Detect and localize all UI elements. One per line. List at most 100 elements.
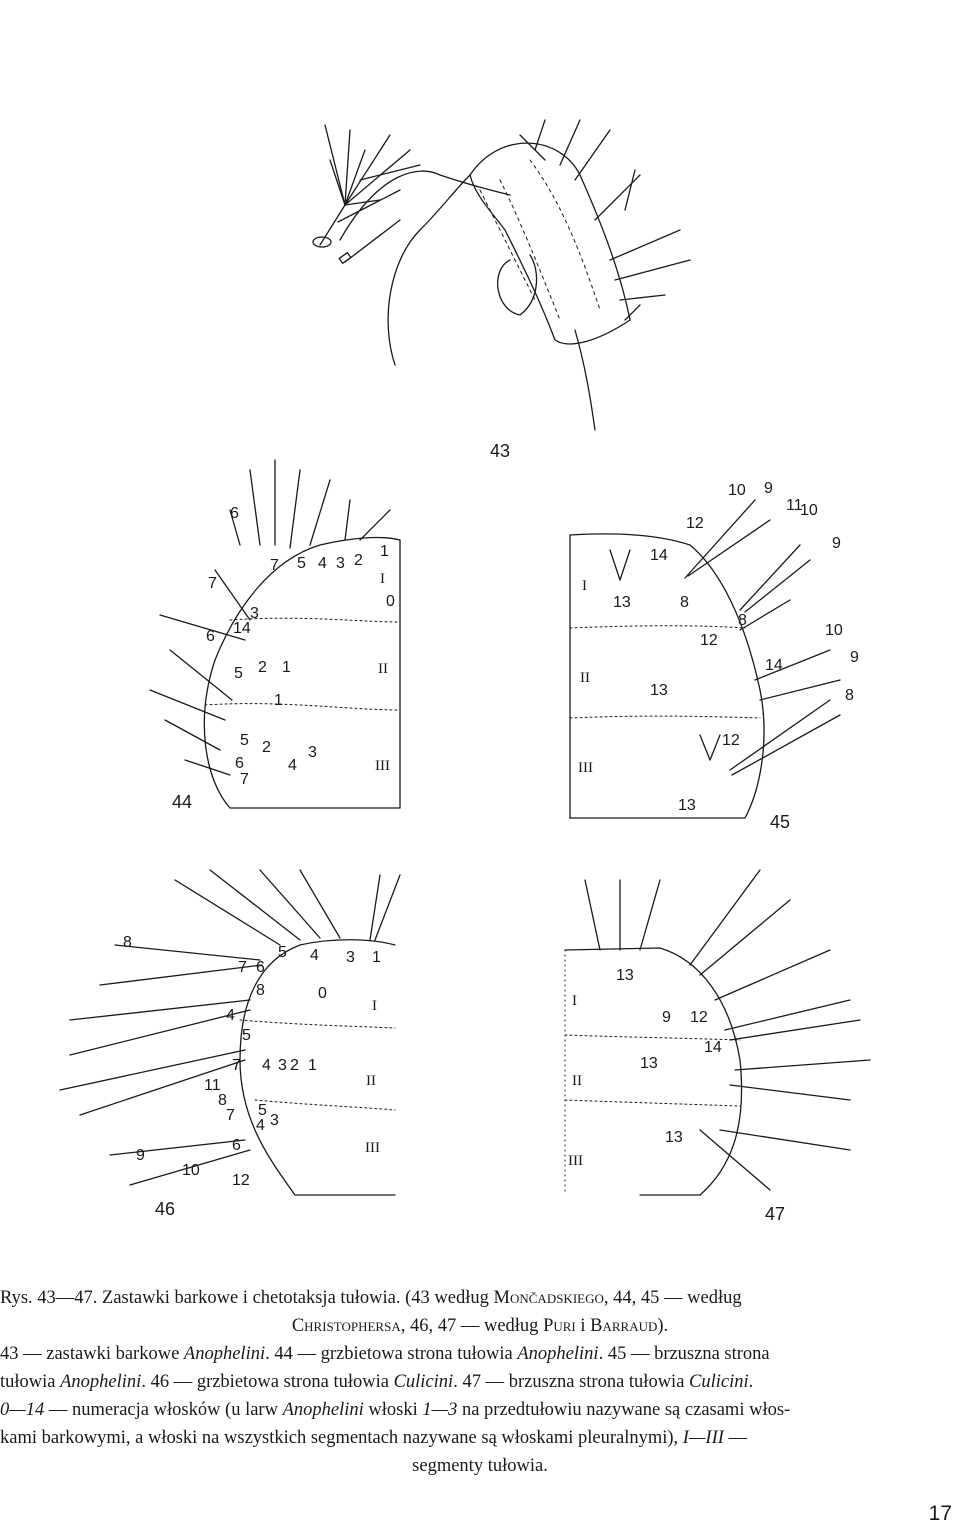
caption-line-1: Rys. 43—47. Zastawki barkowe i chetotaks… [0,1288,742,1308]
figure-44-segment-1: I [380,571,385,587]
figure-46-seta-label: 11 [204,1077,221,1094]
figure-46-seta-label: 8 [123,934,132,951]
figure-45-seta-label: 10 [728,482,746,499]
figure-46-seta-label: 8 [256,982,265,999]
figure-46-seta-label: 4 [310,947,319,964]
figure-46-seta-label: 9 [136,1147,145,1164]
figure-45-seta-label: 14 [765,657,783,674]
figure-43-number: 43 [490,441,510,461]
figure-44-seta-label: 3 [250,605,259,622]
figure-47-seta-label: 13 [616,967,634,984]
figure-44-seta-label: 14 [233,620,251,637]
figure-44-seta-label: 3 [336,555,345,572]
figure-47-setae-labels: 13 9 12 14 13 13 [616,967,722,1146]
figure-44-seta-label: 6 [230,505,239,522]
figure-caption: Rys. 43—47. Zastawki barkowe i chetotaks… [0,1284,960,1480]
figure-45-segment-1: I [582,578,587,594]
figure-44-seta-label: 0 [386,593,395,610]
figure-47-seta-label: 12 [690,1009,708,1026]
figure-46-seta-label: 3 [346,949,355,966]
caption-line-6: kami barkowymi, a włoski na wszystkich s… [0,1428,748,1448]
figure-45-seta-label: 12 [686,515,704,532]
figure-44-seta-label: 1 [282,659,291,676]
figure-46-seta-label: 4 [256,1117,265,1134]
figure-46-seta-label: 5 [242,1027,251,1044]
figure-46-seta-label: 3 [270,1112,279,1129]
figure-47-segment-1: I [572,993,577,1009]
figure-46-seta-label: 5 [258,1102,267,1119]
figure-47-seta-label: 14 [704,1039,722,1056]
figure-44-number: 44 [172,792,192,812]
figure-45-seta-label: 14 [650,547,668,564]
figure-44-seta-label: 7 [270,557,279,574]
figure-46-seta-label: 10 [182,1162,200,1179]
figure-46-seta-label: 7 [232,1057,241,1074]
figure-46-seta-label: 2 [290,1057,299,1074]
figure-45-segment-2: II [580,670,590,686]
figure-45-seta-label: 12 [700,632,718,649]
figure-46-seta-label: 6 [232,1137,241,1154]
figure-47-seta-label: 9 [662,1009,671,1026]
figure-47-segment-3: III [568,1153,583,1169]
figure-47-seta-label: 13 [665,1129,683,1146]
figure-46-seta-label: 4 [262,1057,271,1074]
figure-47-drawing [564,869,871,1196]
figure-43-drawing [312,119,691,431]
figure-45-seta-label: 9 [832,535,841,552]
figure-45-seta-label: 8 [738,612,747,629]
figure-44-seta-label: 6 [235,755,244,772]
figure-44-seta-label: 2 [262,739,271,756]
figure-45-seta-label: 13 [613,594,631,611]
figure-46-seta-label: 7 [226,1107,235,1124]
figure-45-segment-3: III [578,760,593,776]
page-number: 17 [928,1502,952,1525]
figure-45-seta-label: 8 [680,594,689,611]
figure-45-seta-label: 12 [722,732,740,749]
caption-line-7: segmenty tułowia. [412,1456,548,1476]
figure-46-segment-2: II [366,1073,376,1089]
figure-46-drawing [59,869,401,1196]
figure-45-seta-label: 8 [845,687,854,704]
figure-44-drawing [149,459,401,809]
figure-45-number: 45 [770,812,790,832]
figure-44-seta-label: 2 [258,659,267,676]
figures-plate: 43 44 45 46 47 I II III I II III I II II… [59,119,871,1224]
figure-44-seta-label: 2 [354,552,363,569]
figure-44-segment-2: II [378,661,388,677]
figure-47-segment-2: II [572,1073,582,1089]
figure-44-seta-label: 4 [318,555,327,572]
figure-47-seta-label: 13 [640,1055,658,1072]
figure-44-seta-label: 5 [234,665,243,682]
figure-46-seta-label: 4 [226,1007,235,1024]
figure-45-seta-label: 10 [800,502,818,519]
figure-44-seta-label: 1 [274,692,283,709]
figure-45-seta-label: 9 [850,649,859,666]
figure-45-seta-label: 9 [764,480,773,497]
figure-45-seta-label: 11 [786,497,803,514]
figure-46-seta-label: 1 [372,949,381,966]
figure-44-seta-label: 4 [288,757,297,774]
figure-44-seta-label: 7 [240,771,249,788]
caption-line-4: tułowia Anophelini. 46 — grzbietowa stro… [0,1372,754,1392]
figure-46-seta-label: 6 [256,959,265,976]
figure-44-seta-label: 1 [380,543,389,560]
caption-line-2: Christophersa, 46, 47 — według Puri i Ba… [291,1316,669,1336]
figure-46-seta-label: 3 [278,1057,287,1074]
figure-46-seta-label: 1 [308,1057,317,1074]
figure-46-segment-1: I [372,998,377,1014]
caption-line-3: 43 — zastawki barkowe Anophelini. 44 — g… [0,1344,770,1364]
figure-46-seta-label: 5 [278,944,287,961]
figure-47-number: 47 [765,1204,785,1224]
figure-46-segment-3: III [365,1140,380,1156]
figure-44-seta-label: 7 [208,575,217,592]
figure-46-seta-label: 12 [232,1172,250,1189]
figure-45-seta-label: 13 [678,797,696,814]
figure-45-drawing [569,499,841,819]
caption-line-5: 0—14 — numeracja włosków (u larw Anophel… [0,1400,791,1420]
figure-46-seta-label: 7 [238,959,247,976]
figure-44-seta-label: 6 [206,628,215,645]
figure-45-seta-label: 10 [825,622,843,639]
